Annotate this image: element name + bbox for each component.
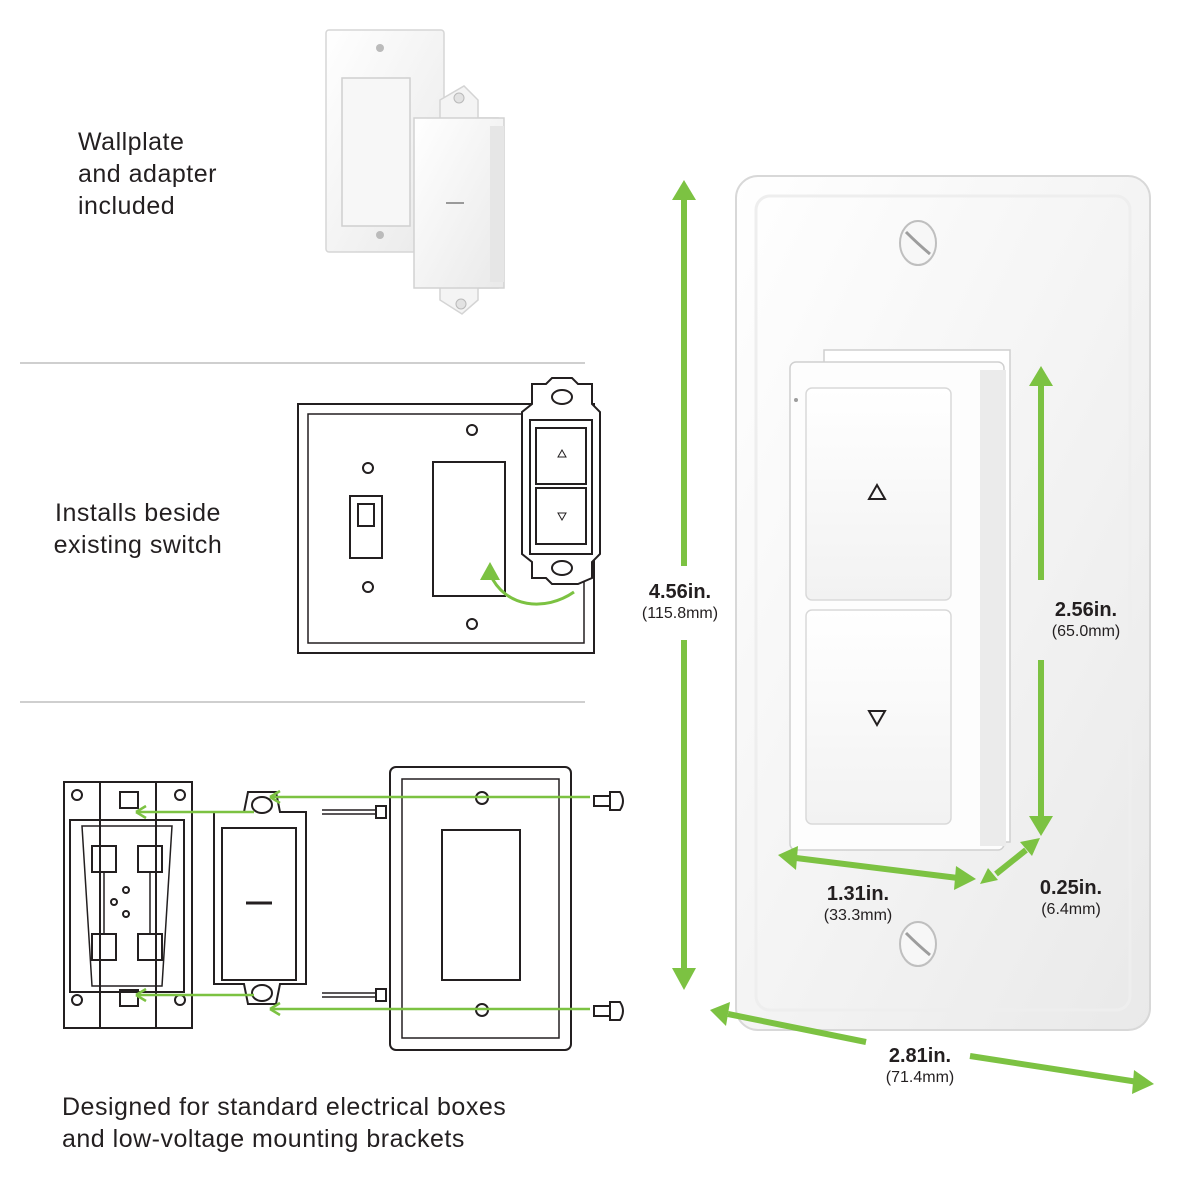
caption-installs: Installs beside existing switch <box>53 499 223 559</box>
caption-wallplate: Wallplate and adapter included <box>78 128 217 220</box>
dim-depth: 0.25in. (6.4mm) <box>1016 876 1126 920</box>
dimension-arrows <box>672 180 1154 1094</box>
caption-designed: Designed for standard electrical boxes a… <box>62 1093 507 1153</box>
install-curve-arrowhead <box>480 562 500 580</box>
triangle-down-icon <box>867 710 887 728</box>
dim-button-width: 1.31in. (33.3mm) <box>800 882 916 926</box>
dim-button-width-metric: (33.3mm) <box>823 907 893 924</box>
wallplate-adapter-image <box>325 29 505 315</box>
dim-button-width-value: 1.31in. <box>826 883 890 905</box>
installs-beside-illustration <box>297 377 601 654</box>
dim-depth-value: 0.25in. <box>1039 877 1103 899</box>
dim-height-value: 4.56in. <box>648 581 712 603</box>
dim-height: 4.56in. (115.8mm) <box>618 580 742 624</box>
dim-depth-metric: (6.4mm) <box>1041 901 1101 918</box>
dim-button-height-metric: (65.0mm) <box>1051 623 1121 640</box>
dim-height-metric: (115.8mm) <box>641 605 719 622</box>
dim-plate-width-value: 2.81in. <box>888 1045 952 1067</box>
triangle-up-icon <box>867 482 887 500</box>
mounting-exploded-illustration <box>63 766 624 1051</box>
assembly-guides <box>135 789 590 1017</box>
install-curve-arrow <box>488 573 575 606</box>
dim-button-height: 2.56in. (65.0mm) <box>1026 598 1146 642</box>
dim-plate-width-metric: (71.4mm) <box>885 1069 955 1086</box>
dim-plate-width: 2.81in. (71.4mm) <box>862 1044 978 1088</box>
dim-button-height-value: 2.56in. <box>1054 599 1118 621</box>
